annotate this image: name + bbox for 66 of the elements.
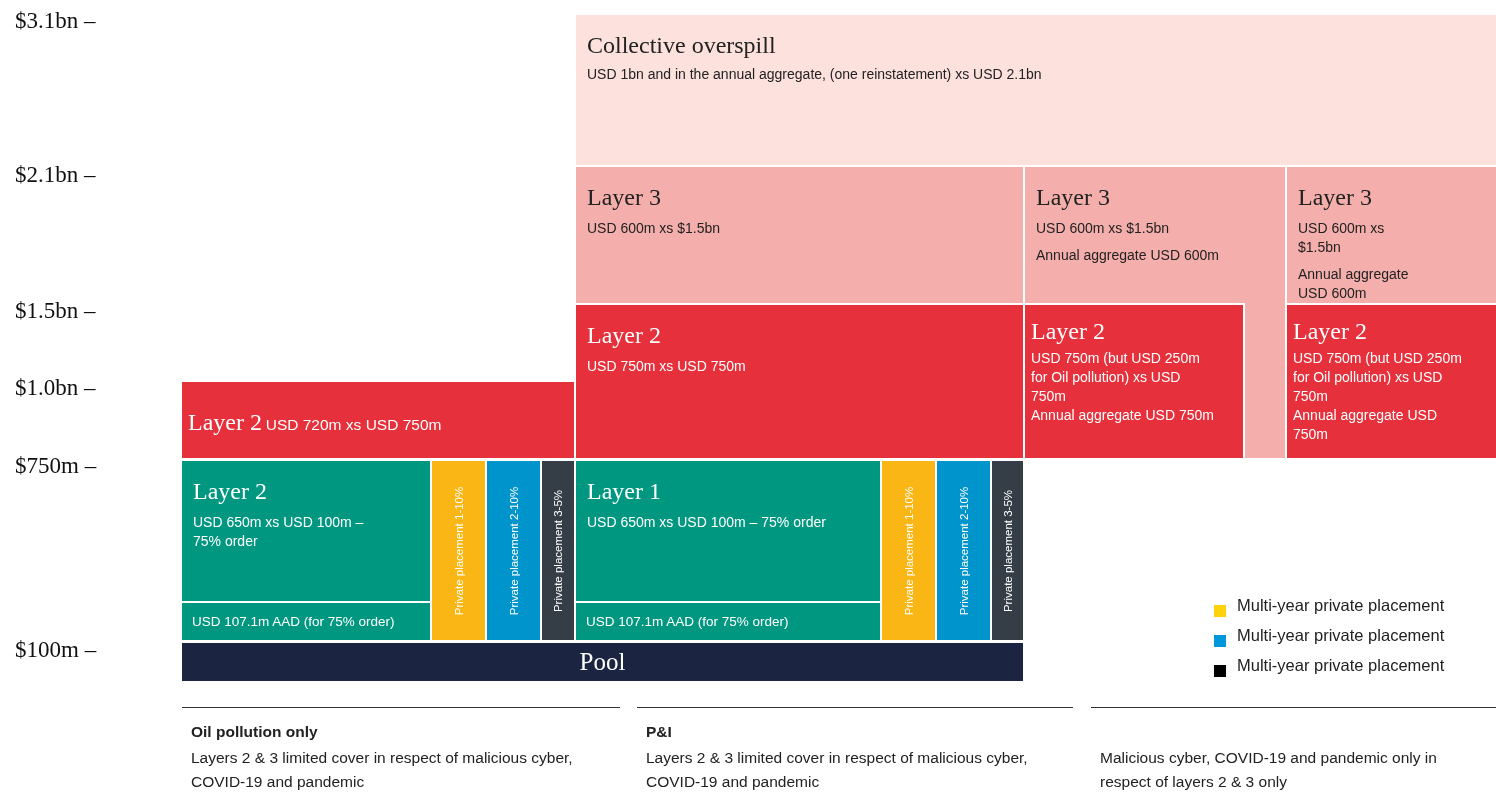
layer-band (576, 461, 880, 601)
note-text: Layers 2 & 3 limited cover in respect of malicious cyber, COVID-19 and pandemic (191, 748, 574, 792)
band-text: USD 600m xs $1.5bn (1298, 219, 1386, 257)
placement-label: Private placement 1-10% (901, 486, 916, 615)
band-text: Annual aggregate USD 750m (1293, 406, 1438, 444)
band-text: USD 750m xs USD 750m (587, 357, 747, 376)
placement-bar (487, 461, 540, 640)
note-heading: Oil pollution only (191, 722, 319, 742)
placement-bar (432, 461, 485, 640)
legend-label: Multi-year private placement (1237, 626, 1445, 645)
axis-tick-label: $100m – (15, 637, 97, 663)
band-text: USD 750m (but USD 250m for Oil pollution) xs USD 750m (1293, 349, 1463, 406)
axis-tick-label: $1.5bn – (15, 298, 96, 324)
band-text: USD 107.1m AAD (for 75% order) (192, 613, 396, 631)
band-text: Annual aggregate USD 750m (1031, 406, 1215, 425)
placement-bar (937, 461, 990, 640)
band-text: USD 600m xs $1.5bn (587, 219, 722, 238)
layer-band (576, 305, 1023, 458)
layer-band (182, 603, 430, 640)
band-text: USD 750m (but USD 250m for Oil pollution) xs USD 750m (1031, 349, 1201, 406)
placement-label: Private placement 3-5% (1000, 489, 1015, 612)
band-title: Layer 3 (587, 183, 662, 211)
layer-band (1287, 167, 1496, 303)
band-title: Pool (578, 647, 627, 677)
layer-band (182, 461, 430, 601)
placement-label: Private placement 2-10% (956, 486, 971, 615)
note-heading: P&I (646, 722, 673, 742)
placement-bar (882, 461, 935, 640)
band-text: USD 650m xs USD 100m – 75% order (193, 513, 365, 551)
band-text: USD 600m xs $1.5bn (1036, 219, 1171, 238)
placement-bar (542, 461, 574, 640)
axis-tick-label: $1.0bn – (15, 375, 96, 401)
band-text: USD 1bn and in the annual aggregate, (one reinstatement) xs USD 2.1bn (587, 65, 1043, 84)
layer-band (182, 382, 574, 458)
layer-band (1025, 305, 1243, 458)
band-title: Layer 2 (193, 477, 268, 505)
layer-band (576, 603, 880, 640)
placement-label: Private placement 2-10% (506, 486, 521, 615)
note-text: Layers 2 & 3 limited cover in respect of malicious cyber, COVID-19 and pandemic (646, 748, 1029, 792)
band-title: Layer 1 (587, 477, 662, 505)
note-text: Malicious cyber, COVID-19 and pandemic only in respect of layers 2 & 3 only (1100, 748, 1438, 792)
placement-label: Private placement 3-5% (550, 489, 565, 612)
layer-band (576, 167, 1023, 303)
layer-band (1025, 167, 1285, 458)
band-title: Layer 3 (1036, 183, 1111, 211)
legend-label: Multi-year private placement (1237, 656, 1445, 675)
legend-label: Multi-year private placement (1237, 596, 1445, 615)
band-title: Layer 3 (1298, 183, 1373, 211)
layer-band (576, 15, 1496, 165)
band-title: Collective overspill (587, 31, 777, 59)
band-text: USD 107.1m AAD (for 75% order) (586, 613, 790, 631)
axis-tick-label: $2.1bn – (15, 162, 96, 188)
band-title: Layer 2 (188, 409, 262, 435)
placement-label: Private placement 1-10% (451, 486, 466, 615)
placement-bar (992, 461, 1023, 640)
band-title: Layer 2 (1293, 317, 1368, 345)
axis-tick-label: $750m – (15, 453, 97, 479)
band-text: USD 720m xs USD 750m (265, 416, 442, 433)
band-text: USD 650m xs USD 100m – 75% order (587, 513, 827, 532)
band-text: Annual aggregate USD 600m (1036, 246, 1220, 265)
band-text: Annual aggregate USD 600m (1298, 265, 1410, 303)
band-title: Layer 2 (587, 321, 662, 349)
axis-tick-label: $3.1bn – (15, 8, 96, 34)
pool-band (182, 643, 1023, 681)
layer-band (1287, 305, 1496, 458)
band-title: Layer 2 (1031, 317, 1106, 345)
